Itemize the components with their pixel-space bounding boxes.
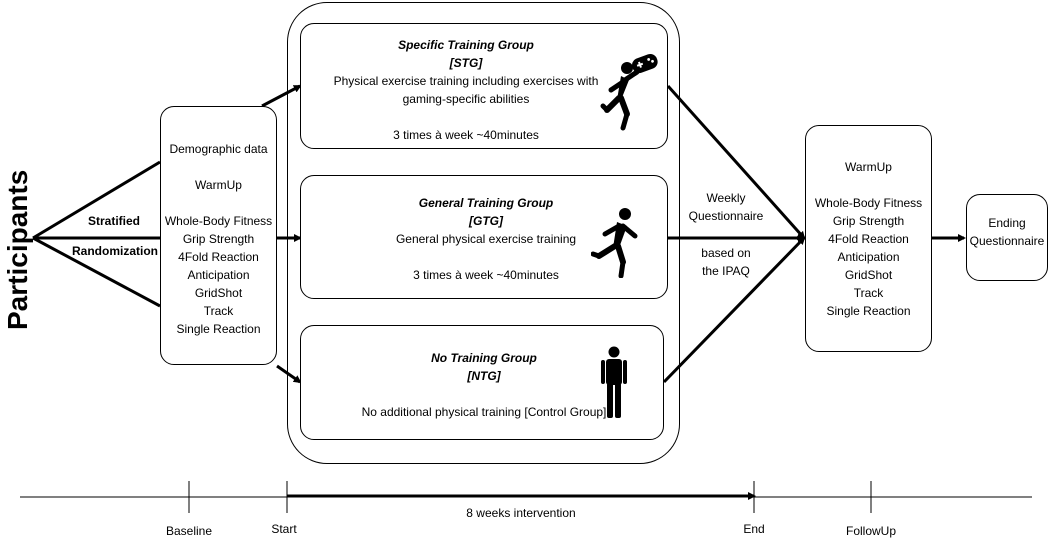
stg-abbr: [STG] <box>449 56 483 70</box>
ending-questionnaire-box: Ending Questionnaire <box>966 194 1048 281</box>
followup-spacer <box>806 176 931 194</box>
questionnaire-line3: based on <box>701 246 751 260</box>
followup-item: Whole-Body Fitness <box>814 196 923 210</box>
timeline-label-end: End <box>743 522 765 536</box>
fan-line-bottom <box>32 236 161 308</box>
arrow-stg-to-followup <box>666 84 806 240</box>
gtg-desc-line1: General physical exercise training <box>395 232 577 246</box>
weekly-questionnaire-label: Weekly Questionnaire <box>674 189 778 225</box>
timeline-label-baseline: Baseline <box>165 524 213 538</box>
baseline-spacer <box>161 194 276 212</box>
intervention-container <box>287 2 680 464</box>
gtg-text: General Training Group [GTG] General phy… <box>301 194 671 284</box>
questionnaire-line4: the IPAQ <box>702 264 750 278</box>
baseline-item: Single Reaction <box>176 322 261 336</box>
gtg-title: General Training Group <box>418 196 554 210</box>
stg-frequency: 3 times à week ~40minutes <box>393 128 539 142</box>
stg-desc-line2: gaming-specific abilities <box>402 92 530 106</box>
followup-item: Anticipation <box>837 250 900 264</box>
gtg-box: General Training Group [GTG] General phy… <box>300 175 668 299</box>
gtg-abbr: [GTG] <box>469 214 503 228</box>
ntg-box: No Training Group [NTG] No additional ph… <box>300 325 664 440</box>
stg-title: Specific Training Group <box>398 38 534 52</box>
baseline-item: Grip Strength <box>182 232 255 246</box>
followup-item: GridShot <box>844 268 893 282</box>
ending-line2: Questionnaire <box>969 234 1045 248</box>
participants-label: Participants <box>2 169 33 330</box>
followup-measures-box: WarmUp Whole-Body Fitness Grip Strength … <box>805 125 932 352</box>
running-gamer-icon <box>600 54 658 131</box>
questionnaire-line1: Weekly <box>706 191 746 205</box>
baseline-item: Track <box>203 304 234 318</box>
stg-text: Specific Training Group [STG] Physical e… <box>301 36 631 144</box>
baseline-item: Demographic data <box>169 142 268 156</box>
standing-person-icon <box>601 346 627 418</box>
baseline-item: Whole-Body Fitness <box>164 214 273 228</box>
followup-item: WarmUp <box>845 160 892 174</box>
randomization-label-line2: Randomization <box>72 244 158 258</box>
stg-spacer <box>301 108 631 126</box>
randomization-label-line1: Stratified <box>88 214 141 228</box>
ipaq-label: based on the IPAQ <box>674 244 778 280</box>
timeline-label-followup: FollowUp <box>845 524 897 538</box>
stg-desc-line1: Physical exercise training including exe… <box>333 74 599 88</box>
timeline-label-start: Start <box>271 522 297 536</box>
ending-line1: Ending <box>988 216 1026 230</box>
followup-item: Track <box>853 286 884 300</box>
arrow-to-ntg <box>276 364 302 384</box>
baseline-item: WarmUp <box>195 178 242 192</box>
ntg-title: No Training Group <box>431 351 537 365</box>
questionnaire-line2: Questionnaire <box>688 209 764 223</box>
fan-line-top <box>32 160 161 240</box>
followup-item: Grip Strength <box>832 214 905 228</box>
timeline-label-intervention: 8 weeks intervention <box>466 506 576 520</box>
ntg-desc-line1: No additional physical training [Control… <box>361 405 607 419</box>
baseline-measures-box: Demographic data WarmUp Whole-Body Fitne… <box>160 106 277 365</box>
baseline-item: Anticipation <box>187 268 250 282</box>
baseline-item: 4Fold Reaction <box>178 250 259 264</box>
stg-box: Specific Training Group [STG] Physical e… <box>300 23 668 149</box>
followup-item: 4Fold Reaction <box>828 232 909 246</box>
gtg-frequency: 3 times à week ~40minutes <box>413 268 559 282</box>
ntg-text: No Training Group [NTG] No additional ph… <box>301 349 667 421</box>
baseline-spacer <box>161 158 276 176</box>
running-person-icon <box>591 208 638 278</box>
followup-item: Single Reaction <box>826 304 911 318</box>
arrow-ntg-to-followup <box>662 236 806 384</box>
arrow-to-stg <box>261 84 302 108</box>
ntg-abbr: [NTG] <box>467 369 501 383</box>
baseline-item: GridShot <box>194 286 243 300</box>
